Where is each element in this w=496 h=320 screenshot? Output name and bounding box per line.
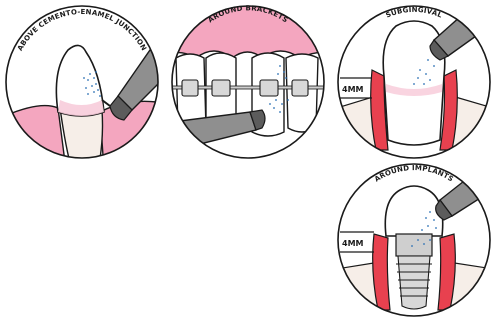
panel-above-cej: ABOVE CEMENTO-ENAMEL JUNCTION bbox=[0, 0, 176, 170]
panel-around-brackets: AROUND BRACKETS bbox=[160, 0, 340, 170]
implant-screw bbox=[396, 256, 432, 309]
tooth-root bbox=[60, 108, 103, 170]
implant-abutment bbox=[396, 234, 432, 256]
depth-label: 4MM bbox=[342, 239, 364, 248]
panel-around-implants: AROUND IMPLANTS 4MM bbox=[330, 160, 496, 320]
depth-label: 4MM bbox=[342, 85, 364, 94]
panel-subgingival: SUBGINGIVAL 4MM bbox=[330, 0, 496, 170]
gum-tissue bbox=[0, 106, 66, 170]
